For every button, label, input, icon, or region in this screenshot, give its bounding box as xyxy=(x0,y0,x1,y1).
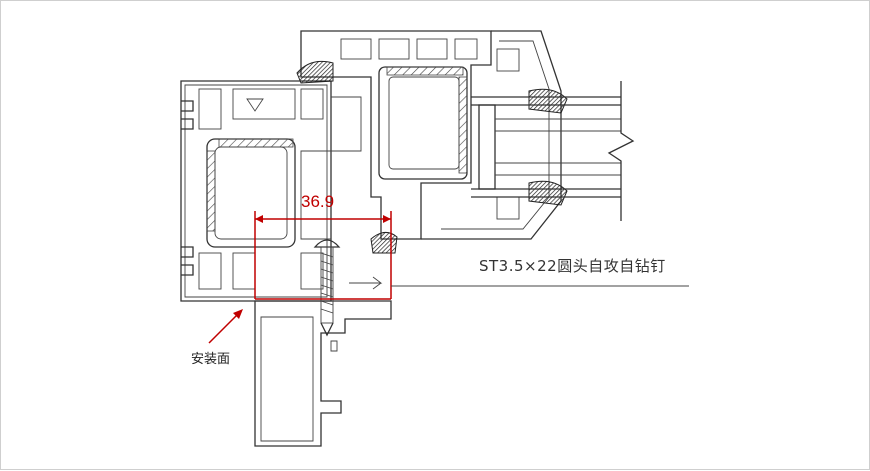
glazing-bead xyxy=(421,30,562,240)
mounting-surface-label: 安装面 xyxy=(191,352,230,367)
screw-spec-label: ST3.5×22圆头自攻自钻钉 xyxy=(479,257,666,275)
screw-callout: ST3.5×22圆头自攻自钻钉 xyxy=(391,257,689,287)
sash-profile xyxy=(300,30,492,240)
self-drilling-screw xyxy=(313,239,383,337)
frame-profile xyxy=(180,80,332,302)
lower-profile xyxy=(254,300,392,447)
glass-unit xyxy=(471,81,635,221)
mounting-surface-arrow: 安装面 xyxy=(191,309,243,367)
dimension-annotation: 36.9 xyxy=(254,192,392,300)
dimension-value: 36.9 xyxy=(301,192,334,211)
